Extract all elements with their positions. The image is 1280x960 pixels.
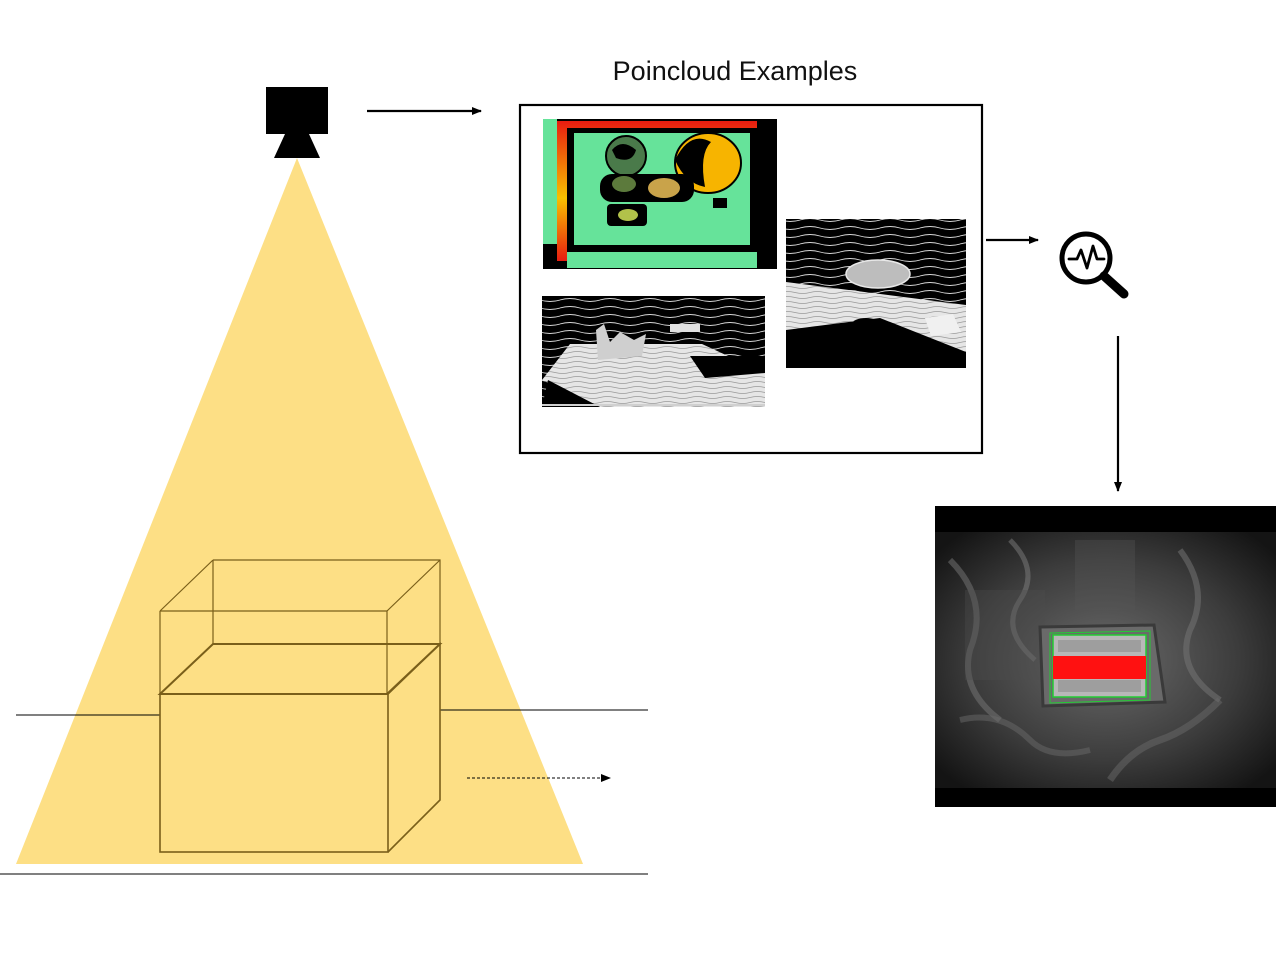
camera-field-of-view [16, 158, 583, 864]
examples-panel-title: Poincloud Examples [612, 56, 858, 86]
box-wireframe [157, 559, 443, 853]
pointcloud-example-depth-map [543, 119, 777, 269]
camera-icon [266, 87, 328, 158]
magnifier-signal-icon [1059, 231, 1129, 299]
detection-result-image [935, 506, 1276, 807]
pointcloud-example-top-view [786, 219, 966, 368]
pointcloud-example-side-view [542, 296, 765, 407]
